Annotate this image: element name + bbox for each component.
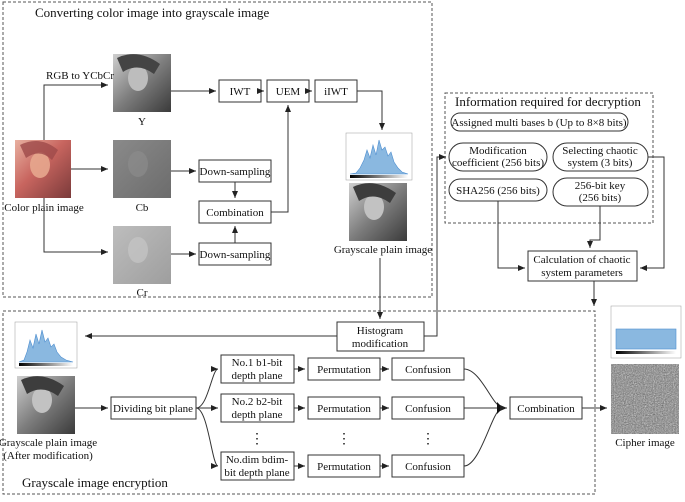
arrow-sha-to-calc xyxy=(497,201,525,271)
top-section-title: Converting color image into grayscale im… xyxy=(35,5,270,20)
conf1-label: Confusion xyxy=(405,364,451,376)
arrow-to-y xyxy=(43,82,108,140)
arrow-dividing-to-plane1 xyxy=(195,366,219,409)
conf2-label: Confusion xyxy=(405,403,451,415)
merge-line-3 xyxy=(463,409,501,467)
cb-label: Cb xyxy=(136,202,149,214)
arrow-iiwt-to-hist xyxy=(357,90,385,130)
conf3-label: Confusion xyxy=(405,461,451,473)
perm1-label: Permutation xyxy=(317,364,371,376)
plane1-label-a: No.1 b1-bit xyxy=(232,357,283,369)
plane1-label-b: depth plane xyxy=(231,370,282,382)
arrow-sel-to-calc xyxy=(640,156,665,271)
ellipsis-planes: ⋮ xyxy=(250,432,264,447)
plane-box-1 xyxy=(220,354,295,384)
combination-top-label: Combination xyxy=(206,207,264,219)
calc-label-2: system parameters xyxy=(541,267,623,279)
grayscale-image-label: Grayscale plain image xyxy=(334,244,432,256)
sel-label-2: system (3 bits) xyxy=(568,157,633,169)
iiwt-label: iIWT xyxy=(324,86,348,98)
color-conversion-section xyxy=(2,1,433,298)
color-plain-image xyxy=(15,140,71,198)
cr-channel-image xyxy=(113,226,171,284)
y-channel-image xyxy=(113,54,171,112)
arrow-hist-to-mod-coeff xyxy=(424,154,446,337)
plane2-label-a: No.2 b2-bit xyxy=(232,396,283,408)
plane3-label-b: bit depth plane xyxy=(224,467,289,479)
hist-label-1: Histogram xyxy=(357,325,404,337)
grayscale-modified-image xyxy=(17,376,75,434)
cipher-image xyxy=(611,364,679,434)
gray-mod-label-2: (After modification) xyxy=(3,450,93,462)
key-label-2: (256 bits) xyxy=(579,192,622,204)
cipher-histogram xyxy=(610,305,682,359)
grayscale-encryption-section xyxy=(2,310,596,495)
grayscale-plain-image xyxy=(349,183,407,241)
uem-label: UEM xyxy=(276,86,301,98)
hist-label-2: modification xyxy=(352,338,409,350)
perm3-label: Permutation xyxy=(317,461,371,473)
cipher-label: Cipher image xyxy=(615,437,675,449)
dividing-label: Dividing bit plane xyxy=(113,403,193,415)
bottom-histogram xyxy=(14,321,78,369)
modification-coefficient-pill xyxy=(448,142,548,172)
key-label-1: 256-bit key xyxy=(575,180,626,192)
ellipsis-permutation: ⋮ xyxy=(337,432,351,447)
arrow-comb-to-uem xyxy=(271,105,291,213)
merge-point xyxy=(497,402,503,414)
arrow-dividing-to-plane3 xyxy=(195,407,219,469)
down-sampling-label-1: Down-sampling xyxy=(200,166,271,178)
arrow-key-to-calc xyxy=(587,206,601,248)
calc-label-1: Calculation of chaotic xyxy=(533,254,630,266)
cb-channel-image xyxy=(113,140,171,198)
plane-box-2 xyxy=(220,393,295,423)
info-section-title: Information required for decryption xyxy=(455,94,641,109)
iwt-label: IWT xyxy=(230,86,251,98)
cr-label: Cr xyxy=(137,287,148,299)
calculation-box xyxy=(527,250,638,282)
histogram-modification-box xyxy=(336,321,425,352)
perm2-label: Permutation xyxy=(317,403,371,415)
sha-label: SHA256 (256 bits) xyxy=(456,185,540,197)
bases-pill xyxy=(450,112,629,132)
merge-line-1 xyxy=(463,368,501,407)
y-label: Y xyxy=(138,116,146,128)
mod-label-2: coefficient (256 bits) xyxy=(452,157,544,169)
rgb-to-ycbcr-label: RGB to YCbCr xyxy=(46,70,114,82)
plane3-label-a: No.dim bdim- xyxy=(226,454,289,466)
gray-mod-label-1: Grayscale plain image xyxy=(0,437,97,449)
bottom-section-title: Grayscale image encryption xyxy=(22,475,168,490)
plane2-label-b: depth plane xyxy=(231,409,282,421)
combination-bottom-label: Combination xyxy=(517,403,575,415)
ellipsis-confusion: ⋮ xyxy=(421,432,435,447)
top-histogram xyxy=(345,132,413,181)
mod-label-1: Modification xyxy=(469,145,527,157)
arrow-to-cr xyxy=(43,198,108,255)
down-sampling-label-2: Down-sampling xyxy=(200,249,271,261)
sel-label-1: Selecting chaotic xyxy=(562,145,638,157)
bases-label: Assigned multi bases b (Up to 8×8 bits) xyxy=(451,117,627,129)
